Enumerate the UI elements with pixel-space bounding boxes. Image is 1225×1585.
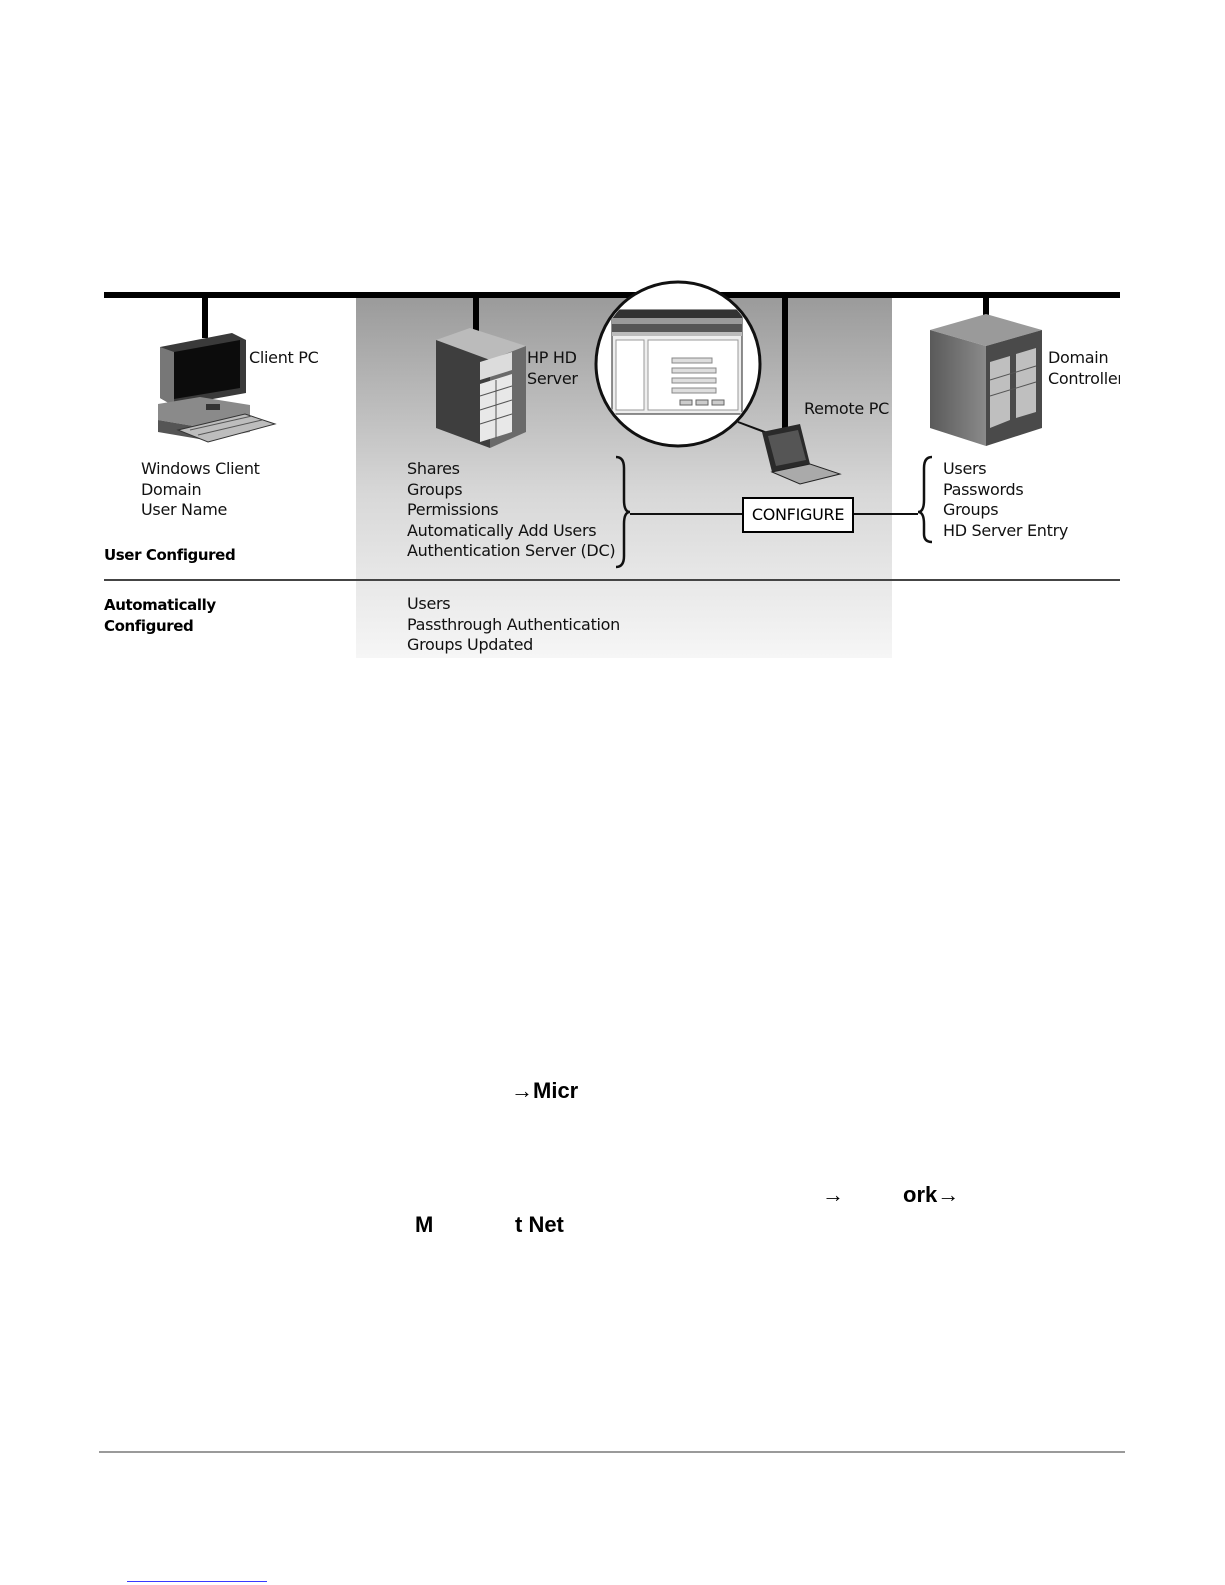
dc-setting: Passwords [943, 479, 1024, 499]
network-bus [104, 292, 1120, 298]
dc-setting: Users [943, 459, 987, 478]
auto-settings-list: Users Passthrough Authentication Groups … [407, 594, 620, 656]
dc-settings-list: Users Passwords Groups HD Server Entry [943, 459, 1068, 541]
server-setting: Authentication Server (DC) [407, 541, 616, 560]
domain-controller-label-line2: Controller [1048, 369, 1120, 388]
client-pc-icon [158, 333, 277, 443]
hp-hd-server-label: HP HD Server [527, 347, 578, 389]
server-settings-list: Shares Groups Permissions Automatically … [407, 459, 616, 562]
client-setting: Windows Client [141, 459, 260, 478]
text-fragment-ork: ork→ [903, 1182, 960, 1207]
drop-server [473, 296, 479, 332]
hp-hd-server-label-line1: HP HD [527, 348, 577, 367]
drop-remote [782, 296, 788, 431]
client-setting: Domain [141, 479, 202, 499]
dc-setting: HD Server Entry [943, 520, 1069, 540]
text-fragment-micr: →Micr [511, 1078, 579, 1103]
server-setting: Permissions [407, 500, 499, 519]
automatically-configured-line1: Automatically [104, 596, 216, 614]
user-configured-label: User Configured [104, 546, 236, 564]
divider-line [104, 579, 1120, 581]
hp-hd-server-label-line2: Server [527, 369, 578, 388]
client-pc-label: Client PC [249, 348, 319, 367]
server-brace [615, 455, 631, 569]
diagram-graphics [104, 280, 1120, 658]
text-fragment-arrow: → [822, 1182, 844, 1207]
server-setting: Shares [407, 459, 460, 478]
domain-controller-label-line1: Domain [1048, 348, 1109, 367]
auto-setting: Passthrough Authentication [407, 614, 621, 634]
domain-controller-icon [930, 314, 1042, 446]
auto-setting: Groups Updated [407, 635, 534, 654]
text-fragment-m: M [415, 1212, 434, 1237]
auto-setting: Users [407, 594, 451, 613]
footer-link-underline [127, 1581, 267, 1582]
automatically-configured-label: Automatically Configured [104, 595, 216, 636]
hp-hd-server-icon [436, 328, 526, 448]
network-diagram: Client PC HP HD Server Remote PC Domain … [0, 0, 1225, 680]
drop-client [202, 296, 208, 338]
automatically-configured-line2: Configured [104, 616, 194, 635]
remote-pc-icon [762, 424, 842, 485]
server-setting: Groups [407, 479, 463, 499]
dc-brace [917, 455, 933, 544]
remote-pc-label: Remote PC [804, 399, 889, 418]
text-fragment-tnet: t Net [515, 1212, 564, 1237]
domain-controller-label: Domain Controller [1048, 347, 1120, 389]
configure-box: CONFIGURE [742, 497, 854, 533]
client-settings-list: Windows Client Domain User Name [141, 459, 260, 521]
dc-setting: Groups [943, 500, 999, 519]
server-setting: Automatically Add Users [407, 520, 597, 540]
magnified-screen-lens [594, 280, 771, 448]
footer-rule [99, 1451, 1125, 1453]
client-setting: User Name [141, 500, 228, 519]
drop-dc [983, 296, 989, 318]
